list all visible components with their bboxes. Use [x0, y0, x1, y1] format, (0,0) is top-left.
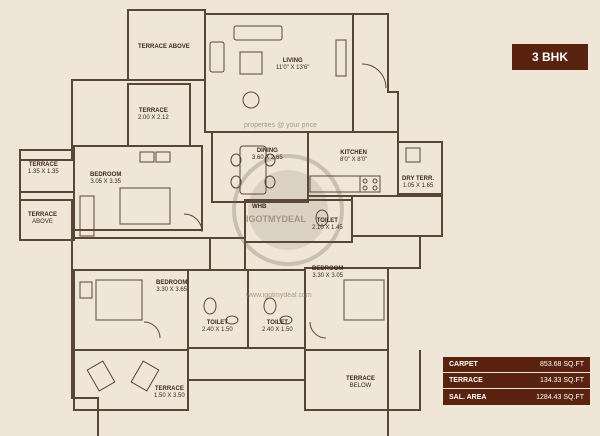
- basin-a: [225, 315, 239, 325]
- round-chair: [242, 91, 260, 109]
- bed-left: [95, 279, 143, 321]
- wc-b: [263, 297, 277, 315]
- bed-top: [119, 187, 171, 225]
- area-row-terrace: TERRACE 134.33 SQ.FT: [443, 373, 590, 389]
- toilet-b-outline: [247, 269, 306, 349]
- area-row-saleable: SAL. AREA 1284.43 SQ.FT: [443, 389, 590, 405]
- watermark-logo-text: IGOTMYDEAL: [246, 214, 306, 224]
- lounge-chair-2: [130, 360, 160, 392]
- wardrobe: [79, 195, 95, 237]
- area-row-carpet: CARPET 853.68 SQ.FT: [443, 357, 590, 373]
- area-label: SAL. AREA: [449, 393, 487, 401]
- toilet-a-label: TOILET 2.40 X 1.50: [202, 320, 233, 333]
- terrace-mid-label: TERRACE 2.00 X 2.12: [138, 108, 169, 121]
- coffee-table: [239, 51, 263, 75]
- wc-mid: [315, 209, 329, 227]
- toilet-a-outline: [187, 269, 249, 349]
- bed-right: [343, 279, 385, 321]
- tv-unit: [335, 39, 347, 77]
- watermark-site: www.igotmydeal.com: [246, 292, 312, 299]
- terrace-left-label: TERRACE 1.35 X 1.35: [28, 162, 59, 175]
- area-label: CARPET: [449, 361, 478, 368]
- dining-table: [239, 145, 267, 195]
- terrace-bottom-outline: [73, 349, 189, 411]
- area-value: 1284.43 SQ.FT: [536, 393, 584, 401]
- dry-terrace-outline: [397, 141, 443, 195]
- kitchen-label: KITCHEN 8'0" X 8'0": [340, 150, 368, 163]
- terrace-below-outline: [304, 350, 421, 411]
- armchair: [209, 41, 225, 73]
- lower-strip: [187, 347, 306, 381]
- terrace-above-top-label: TERRACE ABOVE: [138, 44, 190, 50]
- terrace-bottom-label: TERRACE 1.50 X 3.50: [154, 386, 185, 399]
- dining-label: DINING 3.60 X 2.65: [252, 148, 283, 161]
- terrace-above-left-label: TERRACE ABOVE: [28, 212, 58, 225]
- dry-terrace-label: DRY TERR. 1.05 X 1.65: [402, 176, 435, 189]
- wc-a: [203, 297, 217, 315]
- bedroom-left-label: BEDROOM 3.30 X 3.65: [156, 280, 188, 293]
- sofa: [233, 25, 283, 41]
- area-table: CARPET 853.68 SQ.FT TERRACE 134.33 SQ.FT…: [443, 357, 590, 405]
- terrace-below-label: TERRACE BELOW: [346, 376, 376, 389]
- utility-strip: [351, 195, 443, 237]
- watermark-logo: [232, 154, 344, 266]
- basin-b: [279, 315, 293, 325]
- toilet-mid-outline: [244, 199, 353, 243]
- corridor-wall: [74, 237, 246, 270]
- bhk-badge: 3 BHK: [512, 44, 588, 70]
- whb-label: WHB: [252, 204, 267, 210]
- area-label: TERRACE: [449, 377, 483, 384]
- hob: [359, 175, 381, 193]
- watermark-tagline: properties @ your price: [244, 122, 317, 129]
- toilet-mid-label: TOILET 2.10 X 1.45: [312, 218, 343, 231]
- living-label: LIVING 11'0" X 13'6": [276, 58, 310, 71]
- area-value: 853.68 SQ.FT: [540, 361, 584, 368]
- bedroom-top-label: BEDROOM 3.05 X 3.35: [90, 172, 122, 185]
- bedroom-top-outline: [73, 145, 203, 231]
- lounge-chair-1: [86, 360, 116, 392]
- area-value: 134.33 SQ.FT: [540, 377, 584, 384]
- bedroom-right-label: BEDROOM 3.30 X 3.05: [312, 266, 344, 279]
- toilet-b-label: TOILET 2.40 X 1.50: [262, 320, 293, 333]
- living-outline: [204, 13, 354, 133]
